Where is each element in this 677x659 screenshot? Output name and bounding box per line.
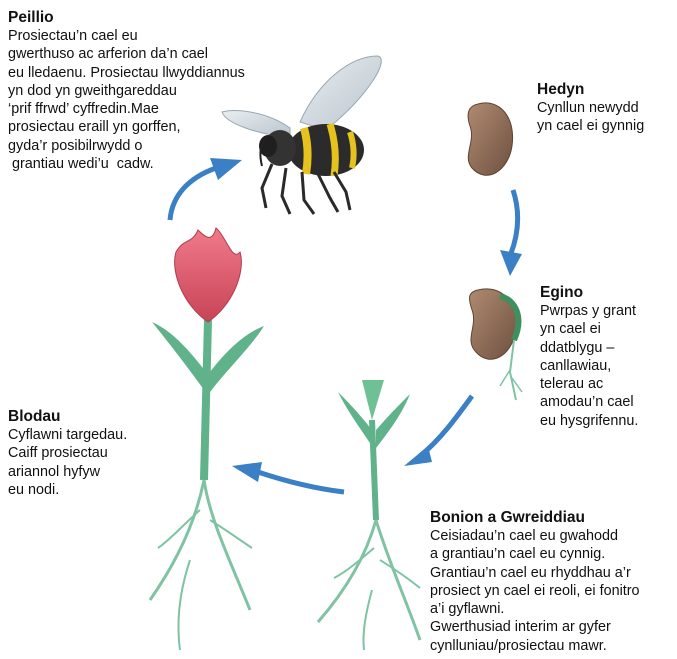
stage-text-line: gwerthuso ac arferion da’n cael <box>8 45 245 63</box>
stage-text-line: yn cael ei <box>540 320 638 338</box>
stage-text-line: Gwerthusiad interim ar gyfer <box>430 618 640 636</box>
stage-text-line: cynlluniau/prosiectau mawr. <box>430 637 640 655</box>
stage-text-line: grantiau wedi’u cadw. <box>8 155 245 173</box>
stage-text-line: eu hysgrifennu. <box>540 412 638 430</box>
stage-text-line: prosiectau eraill yn gorffen, <box>8 118 245 136</box>
stage-text-line: telerau ac <box>540 375 638 393</box>
stage-egino: Egino Pwrpas y grant yn cael ei ddatblyg… <box>540 283 638 430</box>
stage-text-line: a grantiau’n cael eu cynnig. <box>430 545 640 563</box>
stage-title-bonion: Bonion a Gwreiddiau <box>430 508 640 527</box>
stage-text-line: Cynllun newydd <box>537 99 644 117</box>
stage-text-line: yn dod yn gweithgareddau <box>8 82 245 100</box>
stage-text-line: prosiect yn cael ei reoli, ei fonitro <box>430 582 640 600</box>
stage-text-line: Prosiectau’n cael eu <box>8 27 245 45</box>
stage-bonion-a-gwreiddiau: Bonion a Gwreiddiau Ceisiadau’n cael eu … <box>430 508 640 655</box>
stage-hedyn: Hedyn Cynllun newydd yn cael ei gynnig <box>537 80 644 136</box>
stage-text-line: ‘prif ffrwd’ cyffredin.Mae <box>8 100 245 118</box>
stage-title-egino: Egino <box>540 283 638 302</box>
stage-text-line: a’i gyflawni. <box>430 600 640 618</box>
stage-peillio: Peillio Prosiectau’n cael eu gwerthuso a… <box>8 8 245 173</box>
stage-text-line: ariannol hyfyw <box>8 463 127 481</box>
stage-text-line: Caiff prosiectau <box>8 444 127 462</box>
stage-text-line: eu lledaenu. Prosiectau llwyddiannus <box>8 64 245 82</box>
stage-text-line: Cyflawni targedau. <box>8 426 127 444</box>
stage-text-line: yn cael ei gynnig <box>537 117 644 135</box>
stage-text-line: Ceisiadau’n cael eu gwahodd <box>430 527 640 545</box>
stage-text-line: ddatblygu – <box>540 339 638 357</box>
stage-text-line: Grantiau’n cael eu rhyddhau a’r <box>430 564 640 582</box>
stage-blodau: Blodau Cyflawni targedau. Caiff prosiect… <box>8 407 127 499</box>
stage-text-line: gyda’r posibilrwydd o <box>8 137 245 155</box>
stage-text-line: eu nodi. <box>8 481 127 499</box>
stage-text-line: canllawiau, <box>540 357 638 375</box>
stage-text-line: Pwrpas y grant <box>540 302 638 320</box>
stage-title-peillio: Peillio <box>8 8 245 27</box>
stage-text-line: amodau’n cael <box>540 393 638 411</box>
stage-title-hedyn: Hedyn <box>537 80 644 99</box>
stage-title-blodau: Blodau <box>8 407 127 426</box>
